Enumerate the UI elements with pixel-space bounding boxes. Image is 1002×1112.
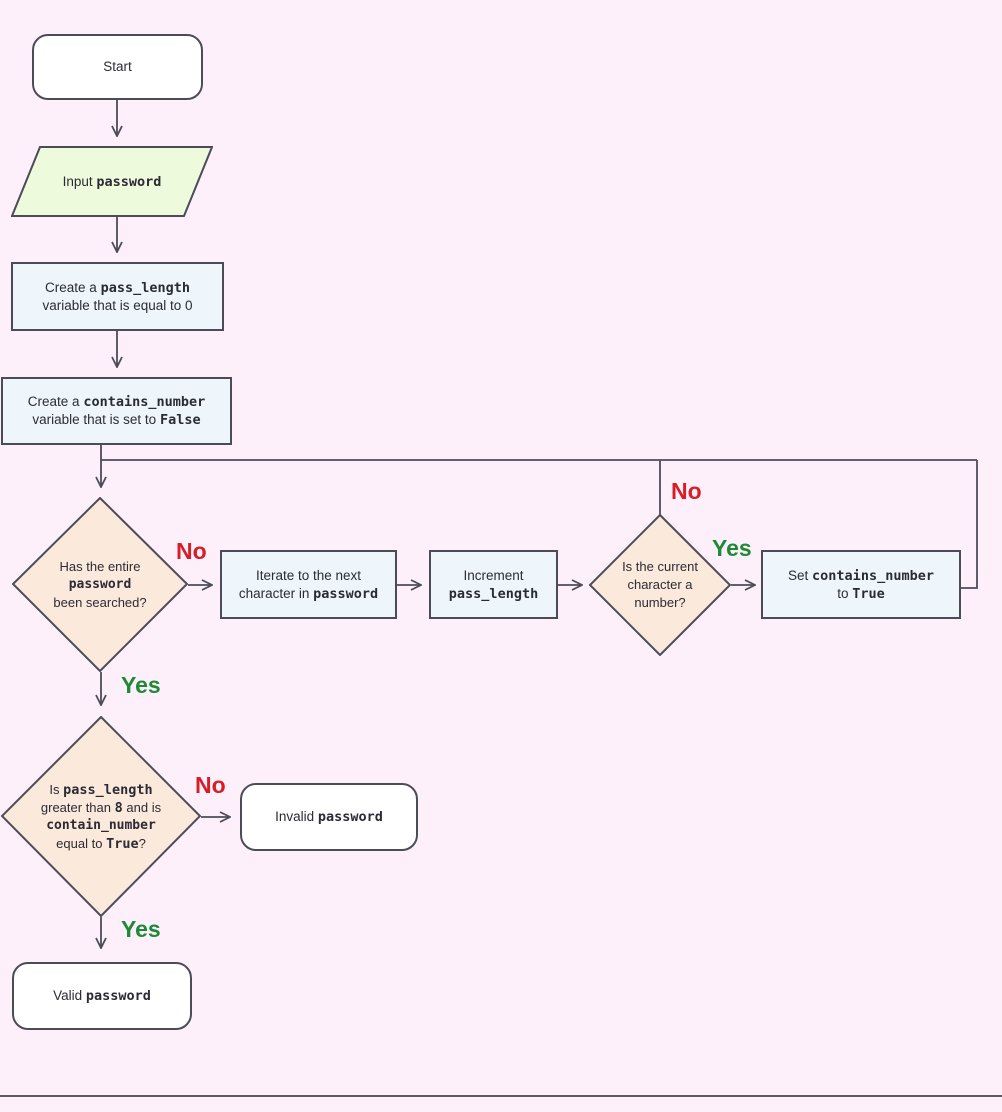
- diamond-shape: [12, 497, 188, 672]
- input-variable: password: [96, 173, 162, 190]
- yes-label-searched: Yes: [121, 672, 161, 698]
- valid-line1-variable: pass_length: [63, 781, 153, 798]
- number-line3: number?: [634, 595, 686, 610]
- invalid-password-terminal: Invalid password: [240, 783, 418, 851]
- valid-variable: password: [85, 988, 151, 1004]
- set-line2: to: [837, 585, 849, 601]
- decision-password-valid: Is pass_length greater than 8 and is con…: [1, 716, 201, 917]
- no-label-searched: No: [176, 538, 207, 564]
- number-line1: Is the current: [622, 559, 698, 574]
- searched-variable: password: [68, 576, 132, 592]
- create-contains-prefix: Create a: [27, 394, 80, 409]
- input-password-shape: Input password: [11, 146, 213, 217]
- iterate-line1: Iterate to the next: [255, 567, 362, 583]
- start-label: Start: [103, 59, 132, 74]
- diamond-shape: [589, 514, 731, 656]
- valid-label: Valid: [53, 988, 83, 1003]
- valid-line2-suffix: and is: [126, 799, 162, 815]
- valid-line2-prefix: greater than: [40, 799, 111, 815]
- create-pass-length-box: Create a pass_length variable that is eq…: [11, 262, 224, 331]
- create-length-variable: pass_length: [100, 279, 190, 296]
- yes-label-is-number: Yes: [712, 535, 752, 561]
- valid-line4-value: True: [106, 835, 139, 852]
- create-length-prefix: Create a: [45, 279, 97, 295]
- yes-label-valid: Yes: [121, 916, 161, 942]
- no-label-is-number: No: [671, 478, 702, 504]
- invalid-label: Invalid: [275, 809, 315, 824]
- increment-variable: pass_length: [448, 585, 539, 602]
- create-contains-variable: contains_number: [83, 394, 206, 410]
- no-label-valid: No: [195, 772, 226, 798]
- iterate-line2: character in: [238, 585, 310, 601]
- start-terminal: Start: [32, 34, 203, 100]
- iterate-variable: password: [313, 585, 379, 602]
- valid-line2-number: 8: [114, 799, 123, 816]
- set-variable: contains_number: [812, 567, 934, 584]
- input-label: Input: [62, 173, 93, 189]
- bottom-divider: [0, 1095, 1002, 1097]
- valid-password-terminal: Valid password: [12, 962, 192, 1030]
- decision-password-searched: Has the entire password been searched?: [12, 497, 188, 672]
- valid-line4-prefix: equal to: [56, 835, 103, 851]
- searched-line1: Has the entire: [59, 558, 141, 574]
- create-contains-line2: variable that is set to: [32, 412, 157, 427]
- set-prefix: Set: [788, 567, 809, 583]
- valid-line3-variable: contain_number: [46, 817, 156, 833]
- iterate-box: Iterate to the next character in passwor…: [220, 550, 397, 619]
- create-contains-number-box: Create a contains_number variable that i…: [1, 377, 232, 445]
- parallelogram-shape: [11, 146, 213, 217]
- increment-line1: Increment: [463, 567, 524, 583]
- increment-box: Increment pass_length: [429, 550, 558, 619]
- valid-line1-prefix: Is: [49, 781, 60, 797]
- set-contains-number-box: Set contains_number to True: [761, 550, 961, 619]
- create-contains-value: False: [159, 412, 201, 428]
- diamond-shape: [1, 716, 201, 917]
- invalid-variable: password: [317, 809, 383, 825]
- set-value: True: [852, 585, 885, 602]
- searched-line3: been searched?: [53, 594, 147, 610]
- decision-is-number: Is the current character a number?: [589, 514, 731, 656]
- loop-from-set-contains: [961, 460, 978, 589]
- create-length-line2: variable that is equal to 0: [42, 297, 193, 313]
- number-line2: character a: [627, 577, 693, 592]
- valid-line4-suffix: ?: [138, 835, 146, 851]
